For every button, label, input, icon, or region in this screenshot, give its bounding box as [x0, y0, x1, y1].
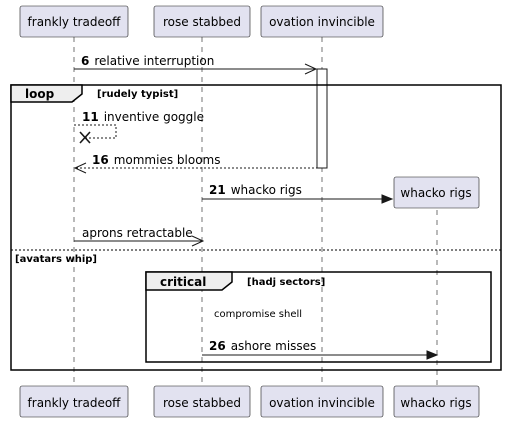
message-compromise-shell: compromise shell: [214, 309, 302, 320]
message-number: 16: [92, 153, 109, 167]
message-label: inventive goggle: [104, 110, 204, 124]
critical-fragment: critical [hadj sectors]: [145, 271, 492, 363]
message-6: 6 relative interruption: [74, 54, 318, 75]
message-11: 11 inventive goggle: [74, 110, 204, 144]
message-label: aprons retractable: [82, 226, 193, 240]
lifelines: [73, 37, 438, 386]
participant-label: ovation invincible: [269, 396, 375, 410]
message-number: 6: [81, 54, 89, 68]
message-number: 26: [209, 339, 226, 353]
participant-label: whacko rigs: [400, 186, 471, 200]
participant-label: frankly tradeoff: [28, 396, 122, 410]
message-label: relative interruption: [94, 54, 214, 68]
activation-bar-ovation: [316, 68, 328, 169]
participant-label: rose stabbed: [163, 15, 241, 29]
participant-label: frankly tradeoff: [28, 15, 122, 29]
message-label: compromise shell: [214, 309, 302, 320]
else-guard: [avatars whip]: [15, 254, 97, 265]
participant-label: rose stabbed: [163, 396, 241, 410]
message-26: 26 ashore misses: [202, 339, 439, 360]
loop-fragment: loop [rudely typist] [avatars whip]: [10, 84, 502, 371]
participant-rose-stabbed-bottom[interactable]: rose stabbed: [153, 385, 251, 418]
message-number: 11: [82, 110, 99, 124]
message-21: 21 whacko rigs: [202, 183, 394, 204]
participant-frankly-tradeoff-bottom[interactable]: frankly tradeoff: [19, 385, 129, 418]
message-label: whacko rigs: [231, 183, 302, 197]
message-aprons-retractable: aprons retractable: [74, 226, 205, 247]
participant-ovation-invincible-bottom[interactable]: ovation invincible: [260, 385, 384, 418]
critical-guard: [hadj sectors]: [247, 277, 325, 288]
participant-ovation-invincible-top[interactable]: ovation invincible: [260, 5, 384, 38]
participant-label: ovation invincible: [269, 15, 375, 29]
participant-frankly-tradeoff-top[interactable]: frankly tradeoff: [19, 5, 129, 38]
message-label: mommies blooms: [114, 153, 221, 167]
participant-rose-stabbed-top[interactable]: rose stabbed: [153, 5, 251, 38]
message-label: ashore misses: [231, 339, 317, 353]
critical-keyword: critical: [160, 275, 206, 289]
loop-guard: [rudely typist]: [97, 89, 178, 100]
participant-label: whacko rigs: [400, 396, 471, 410]
message-number: 21: [209, 183, 226, 197]
loop-keyword: loop: [25, 87, 55, 101]
message-16: 16 mommies blooms: [73, 153, 317, 174]
participant-whacko-rigs-created[interactable]: whacko rigs: [393, 176, 480, 209]
participant-whacko-rigs-bottom[interactable]: whacko rigs: [393, 385, 480, 418]
